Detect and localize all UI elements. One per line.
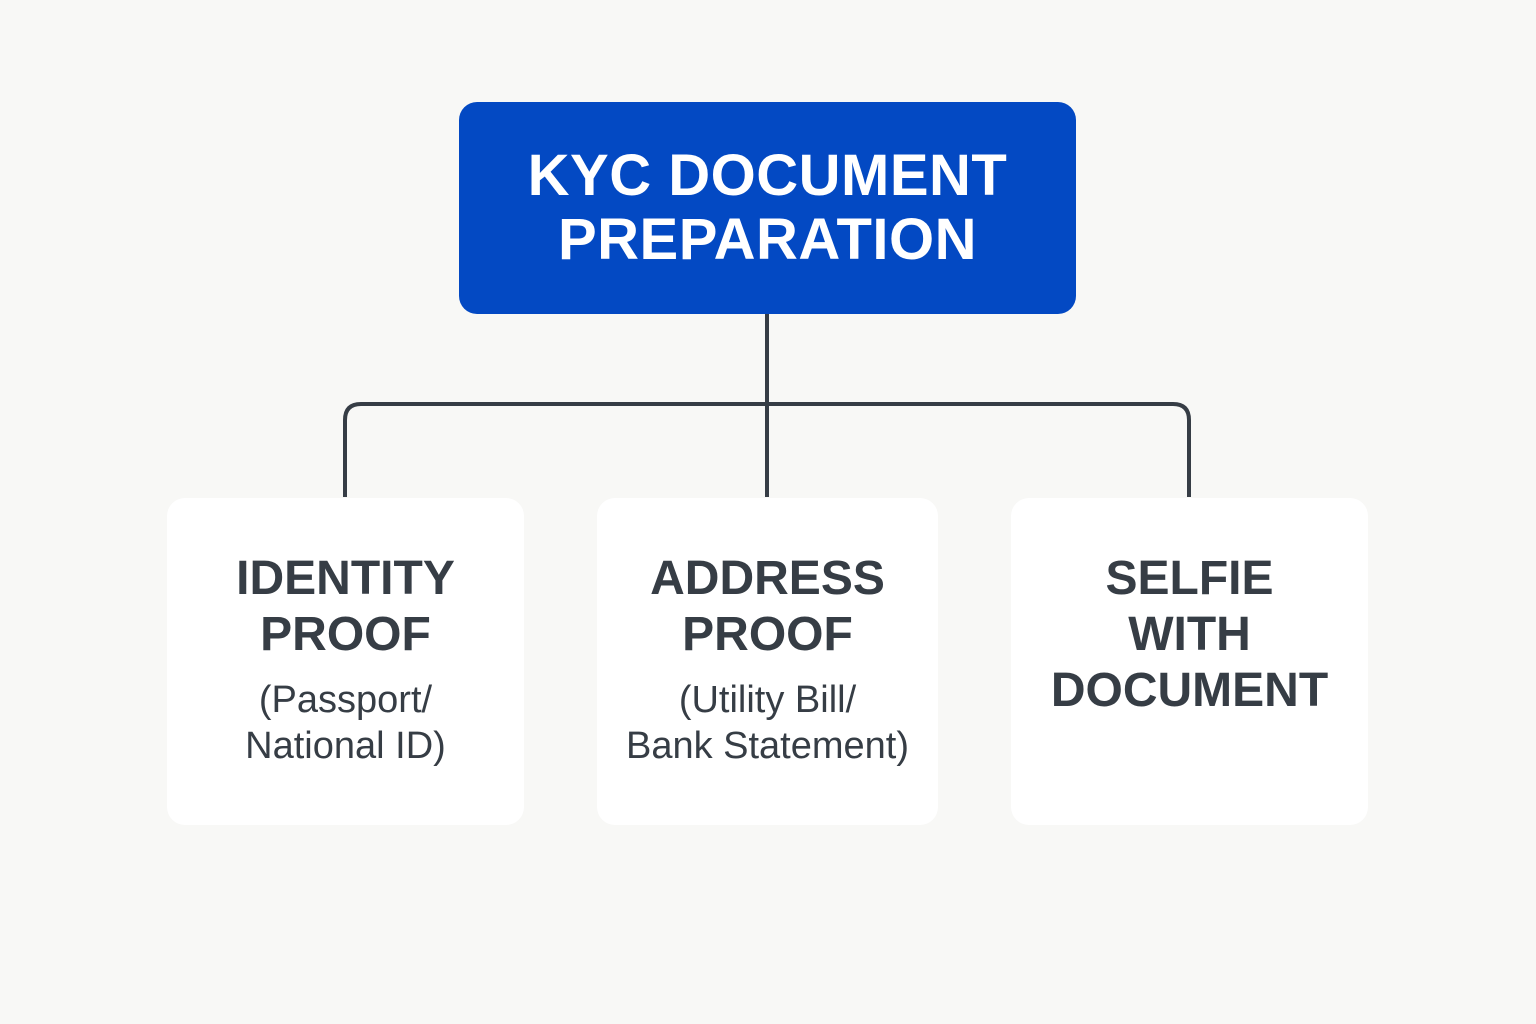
selfie-title-line-2: WITH: [1128, 608, 1251, 661]
child-node-identity-proof: IDENTITY PROOF (Passport/ National ID): [167, 498, 524, 825]
address-proof-subtitle-line-2: Bank Statement): [625, 725, 910, 767]
address-proof-title-line-1: ADDRESS: [650, 552, 885, 605]
root-node-kyc-document-preparation: KYC DOCUMENT PREPARATION: [459, 102, 1076, 314]
identity-proof-title-line-1: IDENTITY: [236, 552, 455, 605]
identity-proof-subtitle: (Passport/ National ID): [245, 677, 446, 769]
selfie-title-line-1: SELFIE: [1105, 552, 1274, 605]
root-title-line-1: KYC DOCUMENT: [527, 143, 1008, 208]
address-proof-subtitle: (Utility Bill/ Bank Statement): [626, 677, 909, 769]
address-proof-title-line-2: PROOF: [682, 608, 853, 661]
address-proof-subtitle-line-1: (Utility Bill/: [678, 679, 857, 721]
selfie-with-document-title: SELFIE WITH DOCUMENT: [1051, 551, 1328, 719]
child-node-address-proof: ADDRESS PROOF (Utility Bill/ Bank Statem…: [597, 498, 938, 825]
child-node-selfie-with-document: SELFIE WITH DOCUMENT: [1011, 498, 1368, 825]
identity-proof-title-line-2: PROOF: [260, 608, 431, 661]
identity-proof-subtitle-line-1: (Passport/: [258, 679, 433, 721]
address-proof-title: ADDRESS PROOF: [650, 551, 885, 663]
selfie-title-line-3: DOCUMENT: [1050, 664, 1329, 717]
root-title-line-2: PREPARATION: [557, 207, 978, 272]
identity-proof-title: IDENTITY PROOF: [236, 551, 455, 663]
identity-proof-subtitle-line-2: National ID): [245, 725, 446, 767]
